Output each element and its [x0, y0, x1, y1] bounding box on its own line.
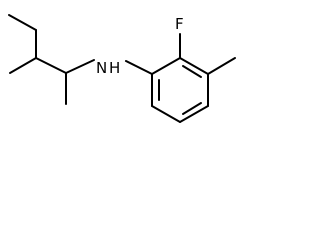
- bond-ch-methyl: [9, 57, 37, 74]
- atom-label-nitrogen: N: [96, 59, 107, 77]
- ring-double-bond-2: [182, 65, 202, 78]
- structure-diagram: F N H: [8, 14, 236, 123]
- ring-double-bond-3: [182, 102, 202, 115]
- bond-ch-nh: [65, 59, 95, 74]
- bond-nh-aryl: [125, 60, 153, 75]
- bond-ch-ch: [35, 57, 67, 74]
- ring-bond-2: [179, 57, 209, 75]
- bond-ring-methyl: [207, 57, 236, 75]
- ring-bond-4: [179, 105, 209, 123]
- atom-label-hydrogen: H: [109, 59, 120, 77]
- ring-bond-5: [151, 105, 181, 123]
- ring-bond-1: [151, 57, 181, 75]
- atom-label-fluorine: F: [175, 15, 184, 33]
- bond-ethyl-ch3: [8, 14, 37, 31]
